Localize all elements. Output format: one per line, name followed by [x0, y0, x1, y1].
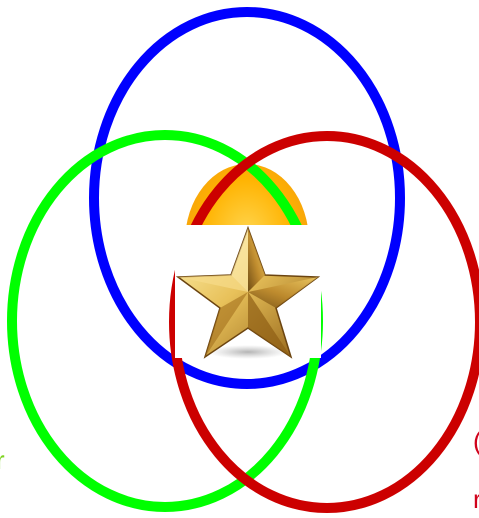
- left-edge-label: r: [0, 447, 5, 473]
- right-edge-label-bottom: r: [473, 486, 479, 512]
- right-edge-label-top: (: [473, 428, 479, 454]
- gold-star-icon: [175, 225, 321, 359]
